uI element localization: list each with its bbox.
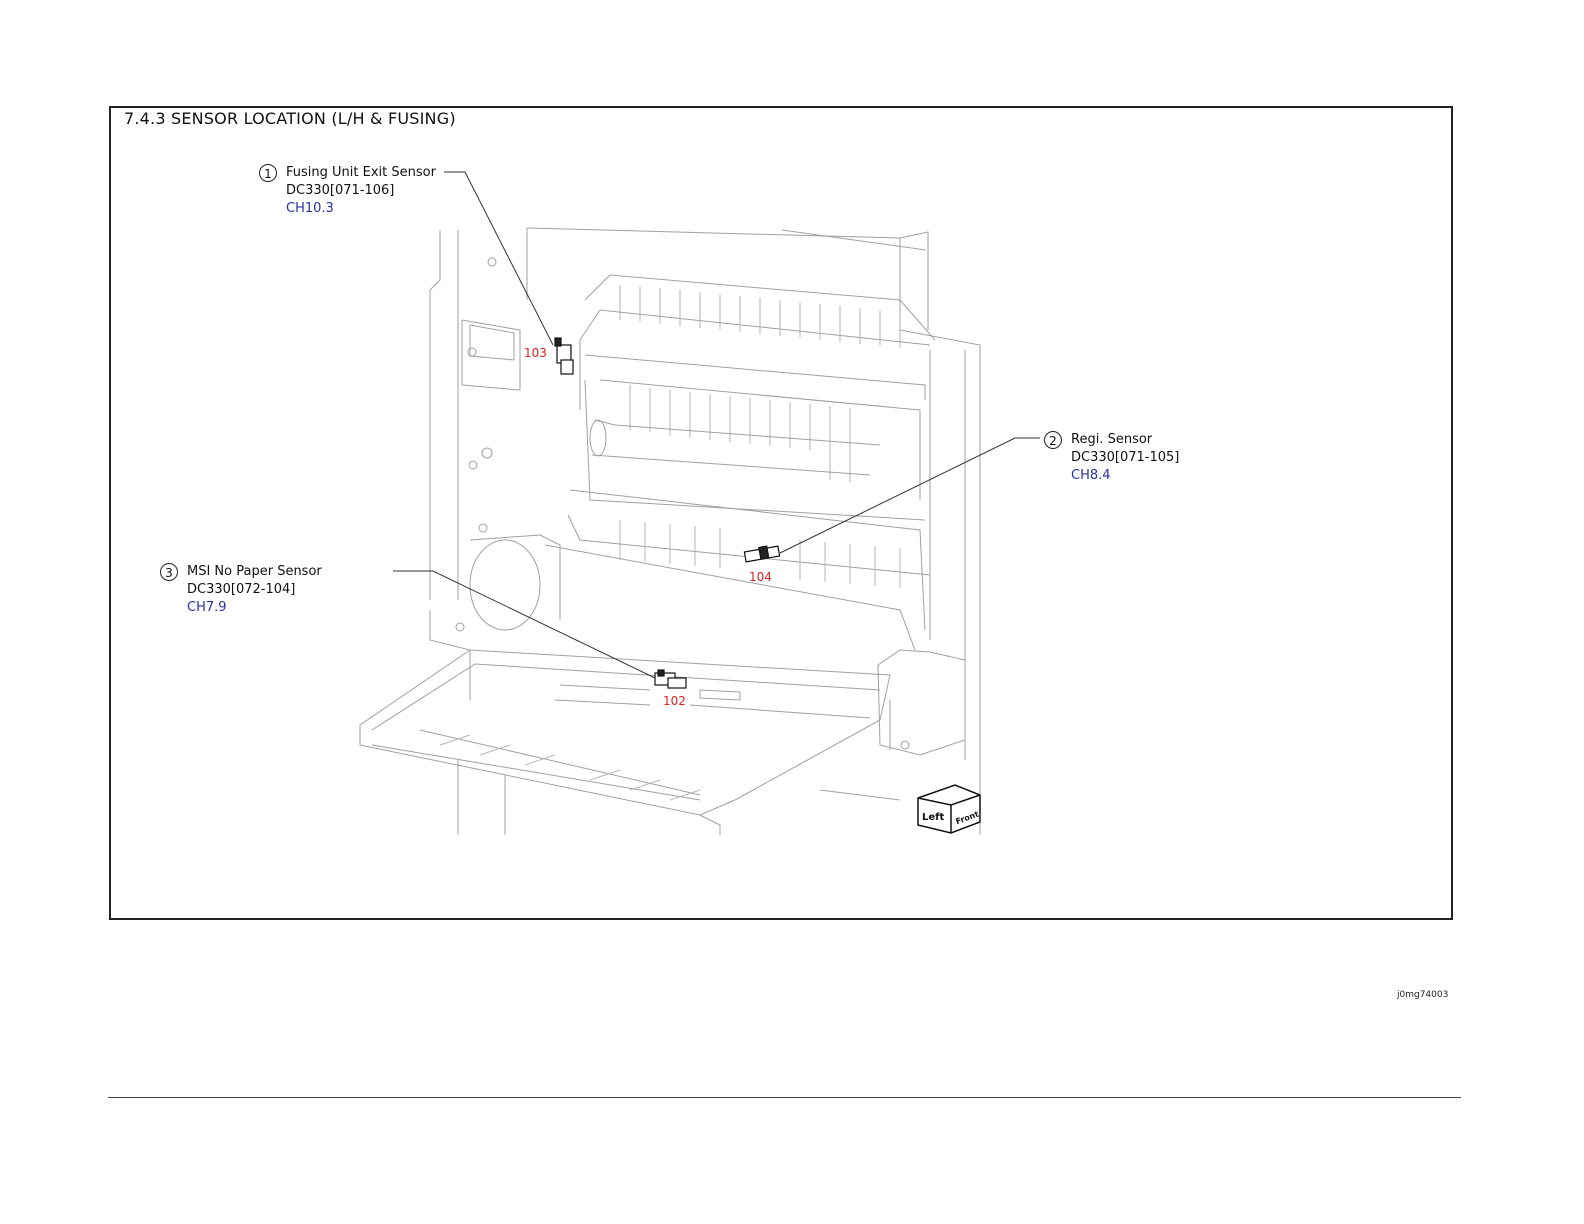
callout-number-1: 1 (259, 164, 277, 182)
sensor-code: DC330[071-105] (1071, 449, 1179, 467)
leader-line-3 (393, 571, 655, 678)
orientation-cube-icon (918, 785, 980, 833)
callout-number-3: 3 (160, 563, 178, 581)
orientation-left-label: Left (922, 812, 945, 823)
chapter-reference-link[interactable]: CH10.3 (286, 200, 436, 218)
sensor-name: Fusing Unit Exit Sensor (286, 164, 436, 182)
figure-id: j0mg74003 (1397, 990, 1448, 1000)
callout-fusing-unit-exit-sensor: 1 Fusing Unit Exit Sensor DC330[071-106]… (286, 164, 436, 218)
sensor-code: DC330[071-106] (286, 182, 436, 200)
callout-msi-no-paper-sensor: 3 MSI No Paper Sensor DC330[072-104] CH7… (187, 563, 322, 617)
sensor-name: Regi. Sensor (1071, 431, 1179, 449)
fusing-unit-exit-sensor-part (555, 338, 573, 374)
callout-number-2: 2 (1044, 431, 1062, 449)
part-label-103: 103 (524, 346, 547, 360)
callout-regi-sensor: 2 Regi. Sensor DC330[071-105] CH8.4 (1071, 431, 1179, 485)
part-label-102: 102 (663, 694, 686, 708)
msi-no-paper-sensor-part (655, 670, 686, 688)
part-label-104: 104 (749, 570, 772, 584)
sensor-name: MSI No Paper Sensor (187, 563, 322, 581)
chapter-reference-link[interactable]: CH8.4 (1071, 467, 1179, 485)
sensor-code: DC330[072-104] (187, 581, 322, 599)
leader-line-2 (780, 438, 1040, 553)
chapter-reference-link[interactable]: CH7.9 (187, 599, 322, 617)
footer-divider (108, 1097, 1461, 1098)
leader-line-1 (444, 172, 553, 345)
